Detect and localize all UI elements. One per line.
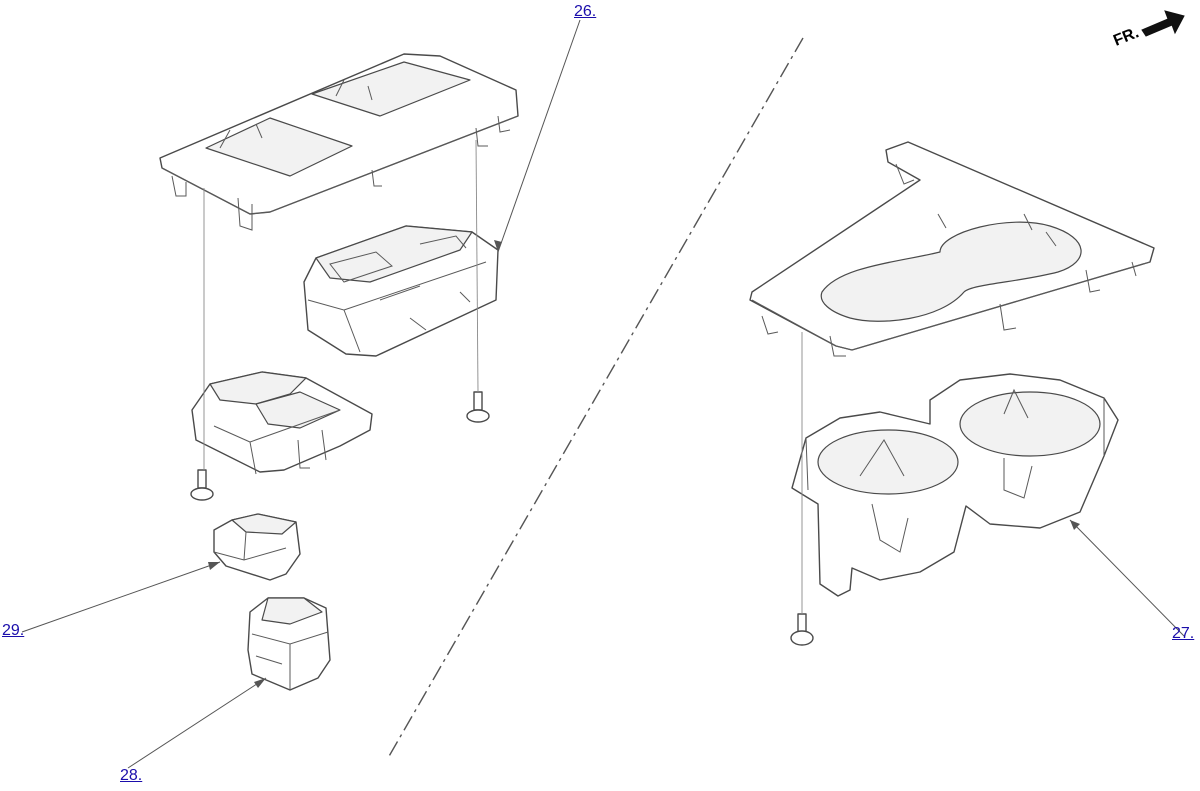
arrow-right-icon bbox=[1141, 10, 1185, 37]
leader-arrowhead-29 bbox=[208, 562, 220, 570]
callout-link-29[interactable]: 29. bbox=[2, 622, 25, 639]
leader-arrowhead-28 bbox=[254, 678, 266, 688]
cup-holder-body bbox=[791, 373, 1119, 597]
callout-link-28[interactable]: 28. bbox=[120, 767, 143, 784]
screw-right bbox=[790, 613, 814, 646]
leader-arrowhead-27 bbox=[1070, 520, 1080, 530]
leader-line-26 bbox=[497, 19, 581, 253]
screw-left-upper bbox=[466, 391, 490, 423]
section-divider-line bbox=[387, 37, 804, 759]
shifter-trim-bezel bbox=[159, 53, 519, 231]
switch-part-28 bbox=[247, 597, 331, 691]
switch-panel-housing bbox=[303, 225, 499, 357]
switch-mounting-bracket bbox=[191, 371, 373, 475]
callout-link-27[interactable]: 27. bbox=[1172, 625, 1195, 642]
cup-holder-trim-panel bbox=[749, 141, 1155, 357]
leader-line-29 bbox=[21, 561, 221, 633]
screw-left-lower bbox=[190, 469, 214, 501]
callout-link-26[interactable]: 26. bbox=[574, 3, 597, 20]
alignment-line-left-2 bbox=[475, 139, 479, 393]
leader-line-27 bbox=[1069, 519, 1185, 637]
front-direction-indicator: FR. bbox=[1111, 10, 1185, 50]
leader-arrowhead-26 bbox=[494, 240, 502, 252]
switch-part-29 bbox=[213, 513, 301, 581]
front-direction-label: FR. bbox=[1111, 24, 1141, 49]
leader-line-28 bbox=[127, 677, 267, 769]
